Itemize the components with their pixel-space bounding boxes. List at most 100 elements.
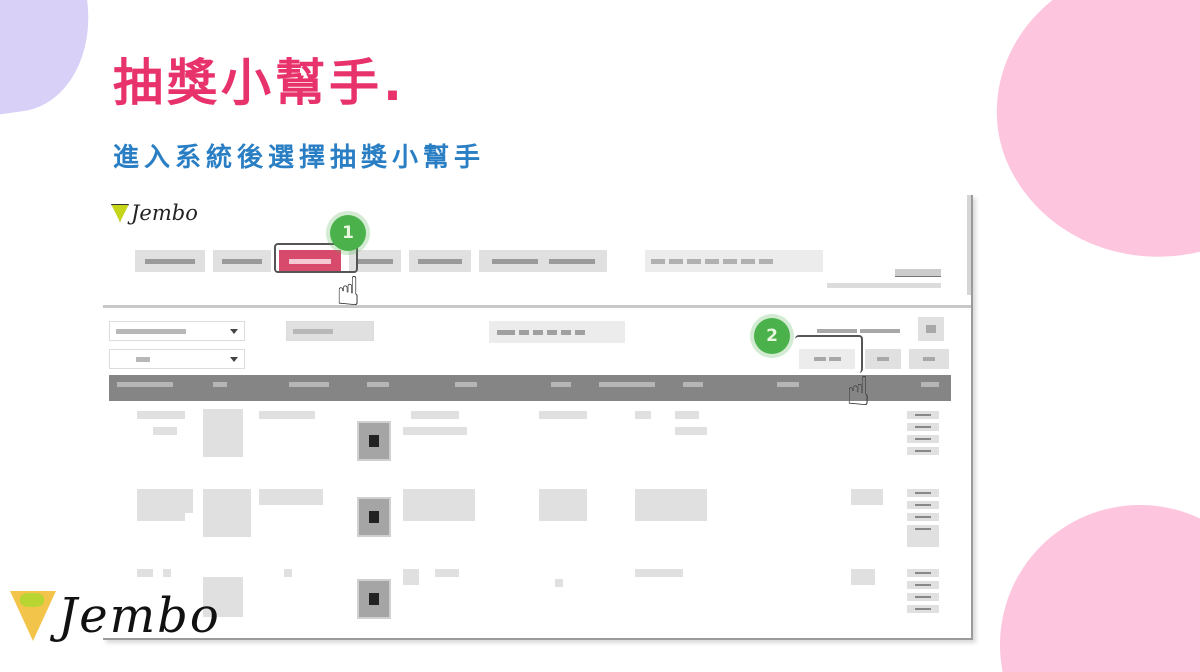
header-divider bbox=[103, 305, 971, 308]
decorative-pink-blob-bottom bbox=[1000, 505, 1200, 672]
action-button-2[interactable] bbox=[865, 349, 901, 369]
page-scrollbar[interactable] bbox=[967, 195, 971, 295]
cell-placeholder bbox=[539, 489, 587, 521]
cell-placeholder bbox=[675, 427, 707, 435]
column-header bbox=[551, 382, 571, 387]
column-header bbox=[117, 382, 173, 387]
row-action-button[interactable] bbox=[907, 501, 939, 509]
nav-item-5[interactable] bbox=[409, 250, 471, 272]
step1-badge: 1 bbox=[330, 215, 366, 251]
cell-placeholder bbox=[284, 569, 292, 577]
nav-item-2[interactable] bbox=[213, 250, 271, 272]
row-action-button[interactable] bbox=[907, 525, 939, 547]
row-actions bbox=[907, 569, 939, 613]
row-action-button[interactable] bbox=[907, 411, 939, 419]
column-header bbox=[683, 382, 703, 387]
slide-subtitle: 進入系統後選擇抽獎小幫手 bbox=[113, 143, 486, 173]
label-placeholder bbox=[816, 329, 857, 333]
nav-item-4[interactable] bbox=[349, 250, 401, 272]
cell-placeholder bbox=[259, 411, 315, 419]
jembo-logo-icon bbox=[4, 585, 62, 647]
row-action-button[interactable] bbox=[907, 447, 939, 455]
chevron-down-icon bbox=[230, 356, 238, 362]
column-header bbox=[289, 382, 329, 387]
search-icon bbox=[926, 325, 936, 333]
label-placeholder bbox=[859, 329, 900, 333]
logo-face bbox=[20, 593, 44, 607]
cell-placeholder bbox=[137, 489, 193, 513]
nav-item-6[interactable] bbox=[479, 250, 607, 272]
thumbnail-image bbox=[369, 593, 379, 605]
nav-link-placeholder bbox=[687, 258, 701, 264]
cell-placeholder bbox=[555, 579, 563, 587]
button-label-placeholder bbox=[813, 357, 826, 361]
footer-logo: Jembo bbox=[4, 585, 221, 647]
filter-select-3[interactable] bbox=[286, 321, 374, 341]
cell-placeholder bbox=[851, 489, 883, 505]
pointer-hand-icon: ☝ bbox=[336, 269, 361, 315]
search-button[interactable] bbox=[918, 317, 944, 341]
filter-select-2[interactable] bbox=[109, 349, 245, 369]
column-header bbox=[921, 382, 939, 387]
product-thumbnail[interactable] bbox=[357, 579, 391, 619]
nav-link-placeholder bbox=[705, 258, 719, 264]
table-row[interactable] bbox=[109, 569, 951, 638]
row-action-button[interactable] bbox=[907, 581, 939, 589]
nav-link-group[interactable] bbox=[645, 250, 823, 272]
row-action-button[interactable] bbox=[907, 423, 939, 431]
button-label-placeholder bbox=[828, 357, 841, 361]
user-name-link[interactable] bbox=[895, 269, 941, 277]
page-placeholder bbox=[575, 329, 585, 335]
cell-placeholder bbox=[137, 411, 185, 419]
row-action-button[interactable] bbox=[907, 489, 939, 497]
user-info bbox=[827, 269, 941, 288]
cell-placeholder bbox=[539, 411, 587, 419]
cell-image-placeholder bbox=[203, 409, 243, 457]
cell-placeholder bbox=[403, 489, 475, 521]
app-logo[interactable]: Jembo bbox=[111, 201, 198, 225]
cell-image-placeholder bbox=[203, 577, 243, 617]
page-placeholder bbox=[497, 329, 515, 335]
row-action-button[interactable] bbox=[907, 513, 939, 521]
nav-item-label-placeholder bbox=[548, 258, 595, 264]
page-placeholder bbox=[547, 329, 557, 335]
nav-link-placeholder bbox=[741, 258, 755, 264]
column-header bbox=[367, 382, 389, 387]
select-value-placeholder bbox=[116, 328, 186, 334]
lottery-helper-button[interactable] bbox=[799, 349, 855, 369]
step1-highlight-box bbox=[274, 243, 358, 273]
page-placeholder bbox=[533, 329, 543, 335]
cell-placeholder bbox=[163, 569, 171, 577]
cell-image-placeholder bbox=[203, 489, 251, 537]
row-action-button[interactable] bbox=[907, 569, 939, 577]
row-action-button[interactable] bbox=[907, 593, 939, 601]
product-thumbnail[interactable] bbox=[357, 421, 391, 461]
filter-select-1[interactable] bbox=[109, 321, 245, 341]
table-row[interactable] bbox=[109, 489, 951, 565]
cell-placeholder bbox=[635, 411, 651, 419]
row-actions bbox=[907, 411, 939, 455]
decorative-purple-blob bbox=[0, 0, 102, 119]
cell-placeholder bbox=[259, 489, 323, 505]
nav-item-label-placeholder bbox=[222, 258, 262, 264]
jembo-logo-icon bbox=[111, 204, 129, 222]
nav-item-label-placeholder bbox=[357, 258, 393, 264]
decorative-pink-blob-top bbox=[948, 0, 1200, 318]
row-action-button[interactable] bbox=[907, 605, 939, 613]
pagination[interactable] bbox=[489, 321, 625, 343]
nav-item-label-placeholder bbox=[491, 258, 538, 264]
product-thumbnail[interactable] bbox=[357, 497, 391, 537]
footer-logo-text: Jembo bbox=[58, 588, 221, 644]
chevron-down-icon bbox=[230, 328, 238, 334]
table-row[interactable] bbox=[109, 409, 951, 485]
cell-placeholder bbox=[411, 411, 459, 419]
cell-placeholder bbox=[435, 569, 459, 577]
button-label-placeholder bbox=[923, 357, 935, 361]
nav-item-1[interactable] bbox=[135, 250, 205, 272]
nav-item-label-placeholder bbox=[289, 258, 331, 264]
row-action-button[interactable] bbox=[907, 435, 939, 443]
nav-item-lottery-helper[interactable] bbox=[279, 250, 341, 272]
nav-link-placeholder bbox=[723, 258, 737, 264]
action-button-3[interactable] bbox=[909, 349, 949, 369]
select-value-placeholder bbox=[293, 328, 333, 334]
